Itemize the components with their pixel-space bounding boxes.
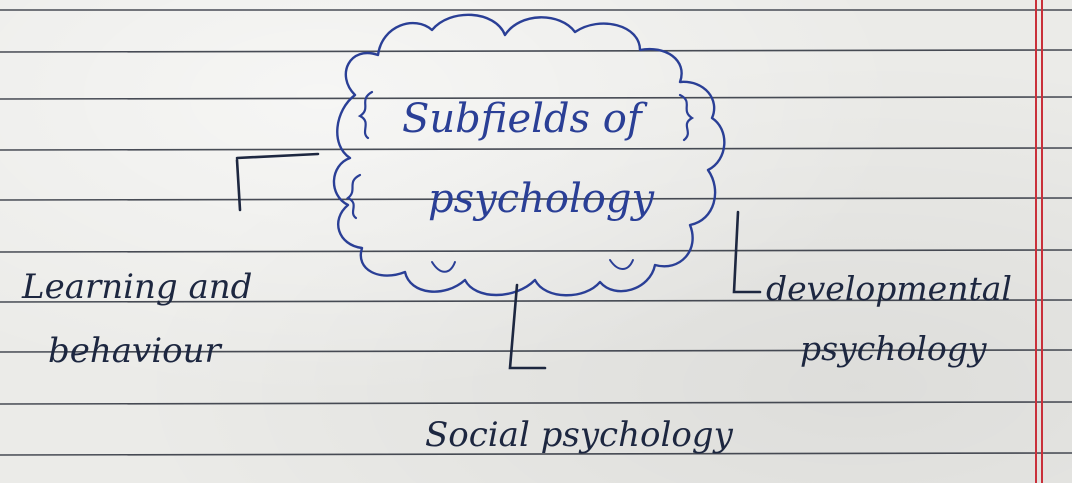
ruled-line — [0, 197, 1072, 201]
ruled-line — [0, 349, 1072, 353]
ruled-line — [0, 299, 1072, 303]
ruled-line — [0, 49, 1072, 53]
margin-line — [1035, 0, 1043, 483]
cloud-curl-left-2 — [345, 173, 362, 220]
ruled-line — [0, 147, 1072, 151]
cloud-curl-bottom-2 — [609, 259, 634, 270]
connector-social — [508, 283, 547, 370]
branch-label-developmental-line1: developmental — [766, 269, 1012, 308]
central-topic-line2: psychology — [428, 176, 655, 222]
cloud-curl-right — [678, 93, 695, 142]
ruled-line — [0, 452, 1072, 456]
branch-label-learning-line1: Learning and — [21, 267, 252, 307]
connector-learning — [235, 152, 320, 212]
cloud-curl-bottom — [431, 261, 456, 273]
cloud-outline — [332, 13, 726, 297]
cloud-curl-left — [357, 90, 374, 140]
branch-label-social: Social psychology — [425, 415, 734, 455]
connector-developmental — [732, 210, 762, 294]
branch-label-developmental-line2: psychology — [800, 329, 987, 368]
ruled-line — [0, 401, 1072, 405]
central-topic-line1: Subfields of — [402, 96, 648, 142]
ruled-line — [0, 249, 1072, 253]
ruled-line — [0, 96, 1072, 100]
ruled-lines — [0, 9, 1072, 456]
branch-label-learning-line2: behaviour — [48, 331, 223, 371]
